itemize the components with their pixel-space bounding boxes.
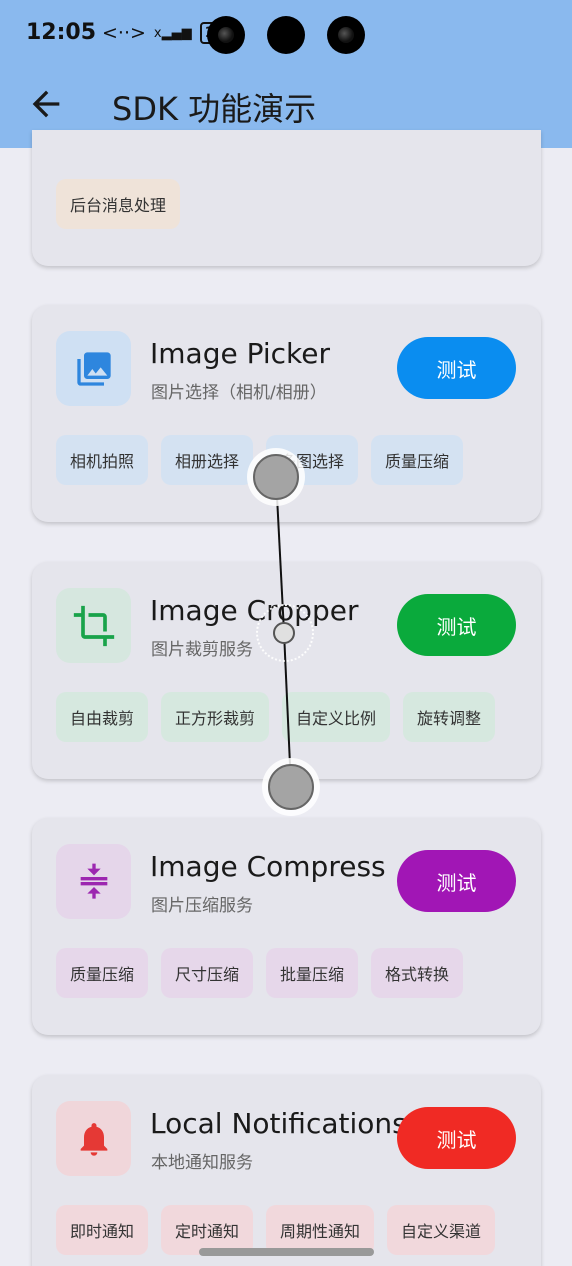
test-button[interactable]: 测试 <box>397 1107 516 1169</box>
feature-chip[interactable]: 尺寸压缩 <box>161 948 254 998</box>
card-title: Local Notifications <box>150 1107 407 1140</box>
camera-icon <box>207 16 245 54</box>
chip-list: 即时通知 定时通知 周期性通知 自定义渠道 <box>56 1205 496 1255</box>
crop-icon-box <box>56 588 131 663</box>
feature-chip[interactable]: 自定义比例 <box>282 692 391 742</box>
touch-ripple <box>256 604 314 662</box>
arrow-left-icon[interactable] <box>26 84 66 124</box>
crop-icon <box>73 605 114 646</box>
status-bar: 12:05 <··> x▂▄▆ 100 <box>0 0 572 70</box>
feature-chip[interactable]: 自定义渠道 <box>387 1205 496 1255</box>
image-icon-box <box>56 331 131 406</box>
bell-icon <box>80 1122 107 1156</box>
card-title: Image Picker <box>150 337 330 370</box>
card-background-messaging: 后台消息处理 <box>32 130 541 266</box>
test-button[interactable]: 测试 <box>397 850 516 912</box>
status-time: 12:05 <box>26 20 97 45</box>
card-title: Image Compress <box>150 850 386 883</box>
feature-chip[interactable]: 质量压缩 <box>56 948 149 998</box>
signal-icon: x▂▄▆ <box>153 25 192 41</box>
compress-icon <box>80 863 107 899</box>
chip-list: 质量压缩 尺寸压缩 批量压缩 格式转换 <box>56 948 464 998</box>
feature-chip[interactable]: 自由裁剪 <box>56 692 149 742</box>
feature-chip[interactable]: 相机拍照 <box>56 435 149 485</box>
card-title: Image Cropper <box>150 594 359 627</box>
chip-list: 后台消息处理 <box>56 179 181 229</box>
page-title: SDK 功能演示 <box>112 90 317 128</box>
feature-chip[interactable]: 批量压缩 <box>266 948 359 998</box>
card-image-compress: Image Compress 图片压缩服务 测试 质量压缩 尺寸压缩 批量压缩 … <box>32 818 541 1035</box>
feature-chip[interactable]: 后台消息处理 <box>56 179 181 229</box>
feature-chip[interactable]: 定时通知 <box>161 1205 254 1255</box>
card-subtitle: 图片选择（相机/相册） <box>151 383 327 403</box>
nfc-icon: <··> <box>102 22 146 44</box>
feature-chip[interactable]: 周期性通知 <box>266 1205 375 1255</box>
card-subtitle: 本地通知服务 <box>151 1153 253 1173</box>
feature-chip[interactable]: 格式转换 <box>371 948 464 998</box>
test-button[interactable]: 测试 <box>397 337 516 399</box>
home-indicator[interactable] <box>199 1248 374 1256</box>
camera-icon <box>327 16 365 54</box>
compress-icon-box <box>56 844 131 919</box>
touch-point-mid <box>273 622 295 644</box>
feature-chip[interactable]: 旋转调整 <box>403 692 496 742</box>
chip-list: 自由裁剪 正方形裁剪 自定义比例 旋转调整 <box>56 692 496 742</box>
feature-chip[interactable]: 正方形裁剪 <box>161 692 270 742</box>
touch-point <box>253 454 299 500</box>
touch-point <box>268 764 314 810</box>
bell-icon-box <box>56 1101 131 1176</box>
feature-chip[interactable]: 相册选择 <box>161 435 254 485</box>
test-button[interactable]: 测试 <box>397 594 516 656</box>
card-local-notifications: Local Notifications 本地通知服务 测试 即时通知 定时通知 … <box>32 1075 541 1266</box>
image-icon <box>76 351 111 386</box>
camera-icon <box>267 16 305 54</box>
camera-cutouts <box>207 16 367 56</box>
app-bar: 12:05 <··> x▂▄▆ 100 SDK 功能演示 <box>0 0 572 148</box>
feature-chip[interactable]: 质量压缩 <box>371 435 464 485</box>
feature-chip[interactable]: 即时通知 <box>56 1205 149 1255</box>
card-subtitle: 图片裁剪服务 <box>151 640 253 660</box>
card-subtitle: 图片压缩服务 <box>151 896 253 916</box>
